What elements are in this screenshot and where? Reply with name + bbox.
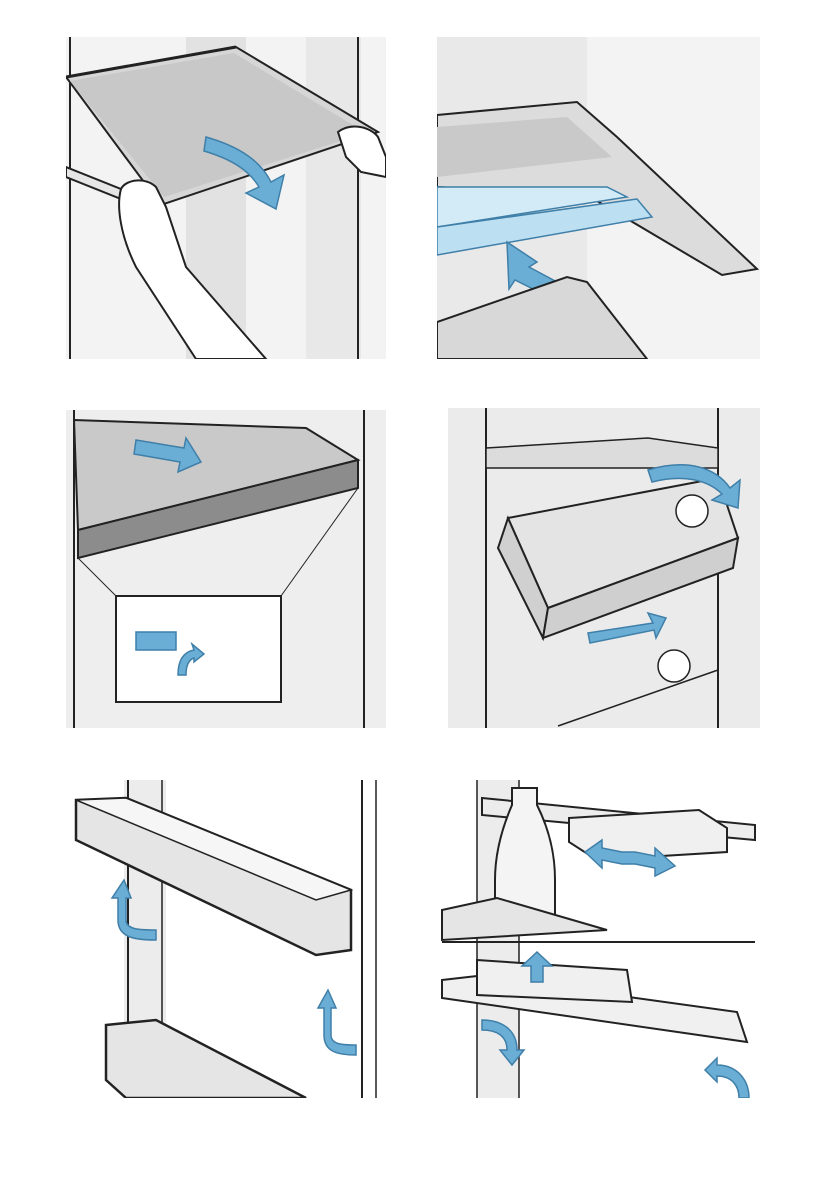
shelf-trim-illustration (437, 37, 760, 359)
drawer-illustration (448, 408, 760, 728)
door-rack-illustration (66, 780, 386, 1098)
bottle-shelf-illustration (437, 780, 760, 1098)
shelf-illustration (66, 37, 386, 359)
figure-adjust-bottle-shelf (437, 780, 760, 1098)
figure-remove-door-rack (66, 780, 386, 1098)
figure-lift-glass-shelf (66, 37, 386, 359)
figure-insert-shelf-trim (437, 37, 760, 359)
step-marker-icon (676, 495, 708, 527)
step-marker-icon (658, 650, 690, 682)
shelf-pull-illustration (66, 410, 386, 728)
figure-pull-shelf-detail (66, 410, 386, 728)
figure-remove-crisper-drawer (448, 408, 760, 728)
